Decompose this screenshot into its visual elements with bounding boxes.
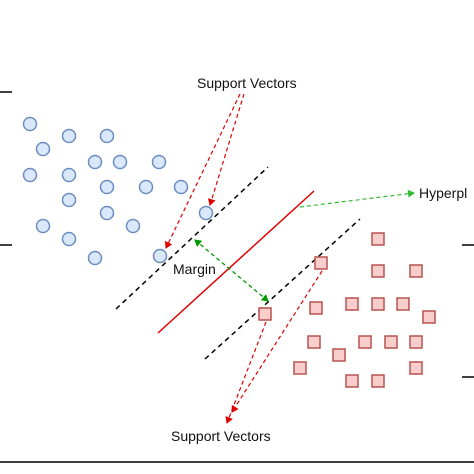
support-vectors-top-label: Support Vectors — [197, 75, 297, 91]
square-point — [384, 335, 398, 349]
hyperplane-arrow — [299, 189, 415, 208]
support-vector-square — [258, 307, 272, 321]
upper-margin-line — [115, 166, 269, 310]
circle-point — [87, 154, 103, 170]
circle-point — [61, 128, 77, 144]
square-point — [309, 301, 323, 315]
circle-point — [35, 218, 51, 234]
support-arrow-top-1 — [164, 93, 241, 249]
support-vector-circle — [198, 205, 214, 221]
square-point — [371, 232, 385, 246]
square-point — [371, 264, 385, 278]
circle-point — [61, 167, 77, 183]
square-point — [409, 264, 423, 278]
hyperplane-label: Hyperpl — [419, 185, 468, 201]
support-vector-square — [314, 256, 328, 270]
square-point — [422, 310, 436, 324]
margin-label: Margin — [173, 261, 216, 277]
support-vector-circle — [152, 248, 168, 264]
lower-margin-line — [204, 218, 361, 360]
square-point — [371, 374, 385, 388]
support-arrow-top-2 — [207, 93, 245, 206]
square-point — [396, 297, 410, 311]
margin-arrow — [194, 239, 269, 302]
square-point — [358, 335, 372, 349]
circle-point — [125, 218, 141, 234]
class-circles — [22, 116, 214, 266]
circle-point — [61, 231, 77, 247]
circle-point — [99, 179, 115, 195]
circle-point — [35, 141, 51, 157]
support-arrow-bottom-2 — [225, 321, 267, 424]
square-point — [345, 374, 359, 388]
square-point — [371, 297, 385, 311]
circle-point — [138, 179, 154, 195]
circle-point — [22, 116, 38, 132]
circle-point — [22, 167, 38, 183]
square-point — [409, 361, 423, 375]
class-squares — [258, 232, 436, 388]
frame-ticks — [0, 91, 474, 463]
square-point — [293, 361, 307, 375]
circle-point — [99, 128, 115, 144]
circle-point — [112, 154, 128, 170]
square-point — [345, 297, 359, 311]
circle-point — [173, 179, 189, 195]
square-point — [332, 348, 346, 362]
circle-point — [151, 154, 167, 170]
square-point — [307, 335, 321, 349]
circle-point — [99, 205, 115, 221]
circle-point — [61, 192, 77, 208]
square-point — [409, 335, 423, 349]
circle-point — [87, 250, 103, 266]
support-vectors-bottom-label: Support Vectors — [171, 428, 271, 444]
